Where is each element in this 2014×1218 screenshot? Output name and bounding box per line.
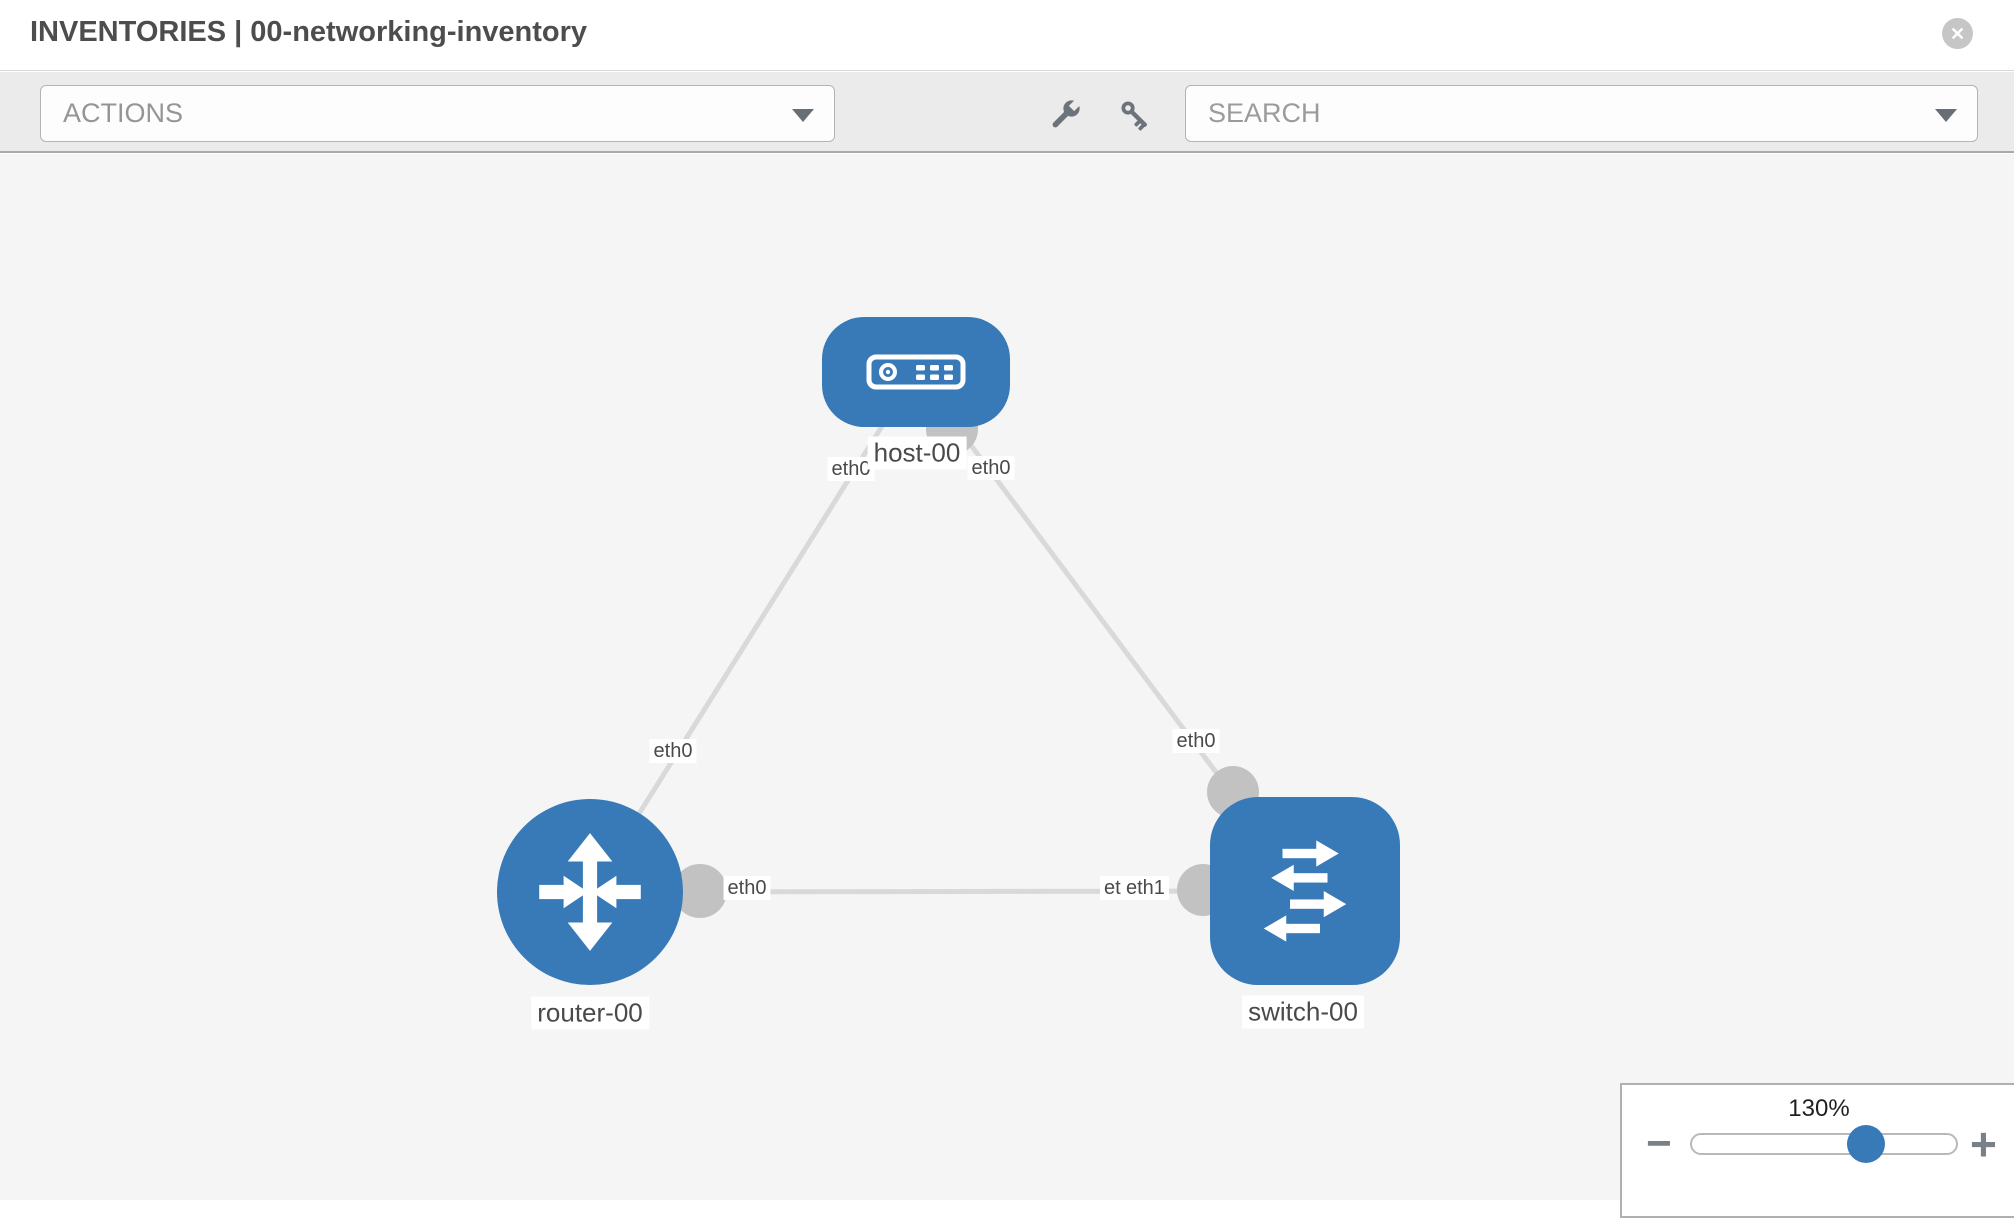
if-label-router-switch-switch-end: eth1 bbox=[1122, 876, 1169, 900]
node-label-switch-00: switch-00 bbox=[1242, 995, 1364, 1029]
if-label-host-router-host-end: eth0 bbox=[827, 457, 875, 481]
page-title: INVENTORIES | 00-networking-inventory bbox=[30, 16, 588, 48]
node-router-00[interactable] bbox=[497, 799, 683, 985]
chevron-down-icon bbox=[1935, 109, 1957, 122]
toolbar: ACTIONS bbox=[0, 72, 2014, 153]
window-header: INVENTORIES | 00-networking-inventory ✕ bbox=[0, 0, 2014, 71]
zoom-slider-thumb[interactable] bbox=[1847, 1125, 1885, 1163]
links-layer bbox=[587, 370, 1308, 918]
credentials-button[interactable] bbox=[1116, 96, 1156, 136]
if-label-host-switch-host-end: eth0 bbox=[967, 456, 1015, 480]
key-icon bbox=[1121, 101, 1147, 131]
zoom-control-panel: 130% − + bbox=[1620, 1083, 2014, 1218]
node-host-00[interactable] bbox=[822, 317, 1010, 427]
topology-canvas[interactable]: eth0 eth0 eth0 eth0 eth0 eth0 eth1 host-… bbox=[0, 154, 2014, 1218]
node-switch-00[interactable] bbox=[1210, 797, 1400, 985]
actions-dropdown-label: ACTIONS bbox=[63, 98, 184, 128]
configure-button[interactable] bbox=[1044, 96, 1084, 136]
close-button[interactable]: ✕ bbox=[1942, 18, 1973, 49]
node-label-router-00: router-00 bbox=[531, 996, 649, 1030]
minus-icon: − bbox=[1646, 1119, 1672, 1168]
switch-arrows-icon bbox=[1263, 840, 1347, 942]
interface-connector-router bbox=[673, 864, 727, 918]
server-icon bbox=[866, 354, 966, 390]
if-label-host-router-router-end: eth0 bbox=[649, 739, 697, 763]
chevron-down-icon bbox=[792, 109, 814, 122]
node-label-host-00: host-00 bbox=[867, 436, 967, 470]
zoom-slider-track[interactable] bbox=[1690, 1125, 1958, 1163]
plus-icon: + bbox=[1970, 1118, 1997, 1170]
router-arrows-icon bbox=[539, 833, 641, 951]
search-input[interactable] bbox=[1186, 86, 1977, 141]
close-icon: ✕ bbox=[1949, 23, 1966, 44]
zoom-in-button[interactable]: + bbox=[1970, 1118, 1997, 1170]
actions-dropdown[interactable]: ACTIONS bbox=[40, 85, 835, 142]
zoom-out-button[interactable]: − bbox=[1646, 1119, 1672, 1168]
search-dropdown[interactable] bbox=[1185, 85, 1978, 142]
if-label-host-switch-switch-end: eth0 bbox=[1172, 729, 1220, 753]
wrench-icon bbox=[1052, 99, 1081, 128]
zoom-level-value: 130% bbox=[1788, 1095, 1850, 1122]
if-label-router-switch-router-end: eth0 bbox=[723, 876, 771, 900]
